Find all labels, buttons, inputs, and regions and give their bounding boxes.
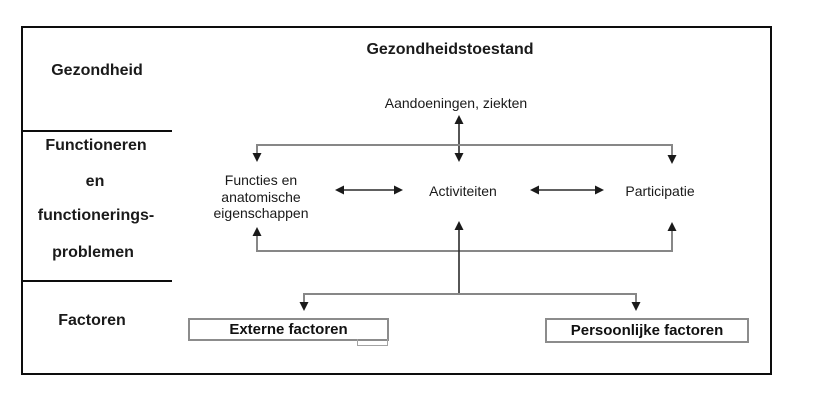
- arrow-functions-activities: [335, 185, 403, 195]
- functions-node-line3: eigenschappen: [213, 205, 309, 221]
- arrow-factors-activities: [454, 221, 464, 294]
- row-divider-functioning-factors: [21, 280, 172, 282]
- personal-factors-box: Persoonlijke factoren: [545, 318, 749, 343]
- side-label-functioning-line4: problemen: [52, 244, 134, 261]
- side-label-functioning-line1: Functioneren: [45, 137, 147, 154]
- personal-factors-label: Persoonlijke factoren: [570, 322, 724, 339]
- side-label-factors: Factoren: [58, 312, 126, 329]
- functions-node-line1: Functies en: [224, 172, 298, 188]
- connector-top: [252, 144, 677, 164]
- health-condition-node: Aandoeningen, ziekten: [384, 95, 528, 111]
- external-factors-box: Externe factoren: [188, 318, 389, 341]
- side-label-health: Gezondheid: [51, 62, 143, 79]
- connector-factors: [299, 293, 641, 311]
- box-edge-artifact: [357, 339, 388, 346]
- arrow-activities-participation: [530, 185, 604, 195]
- external-factors-label: Externe factoren: [229, 321, 348, 338]
- diagram-frame: [21, 26, 772, 375]
- side-label-functioning-line3: functionerings-: [37, 207, 155, 224]
- diagram-title: Gezondheidstoestand: [366, 41, 534, 58]
- activities-node: Activiteiten: [429, 183, 497, 199]
- row-divider-health-functioning: [21, 130, 172, 132]
- functions-node: Functies en anatomische eigenschappen: [214, 172, 309, 222]
- functions-node-line2: anatomische: [221, 188, 301, 205]
- arrow-healthcondition-activities: [454, 115, 464, 162]
- participation-node: Participatie: [625, 183, 695, 199]
- side-label-functioning-line2: en: [85, 173, 105, 190]
- connector-middle-bottom: [252, 222, 677, 252]
